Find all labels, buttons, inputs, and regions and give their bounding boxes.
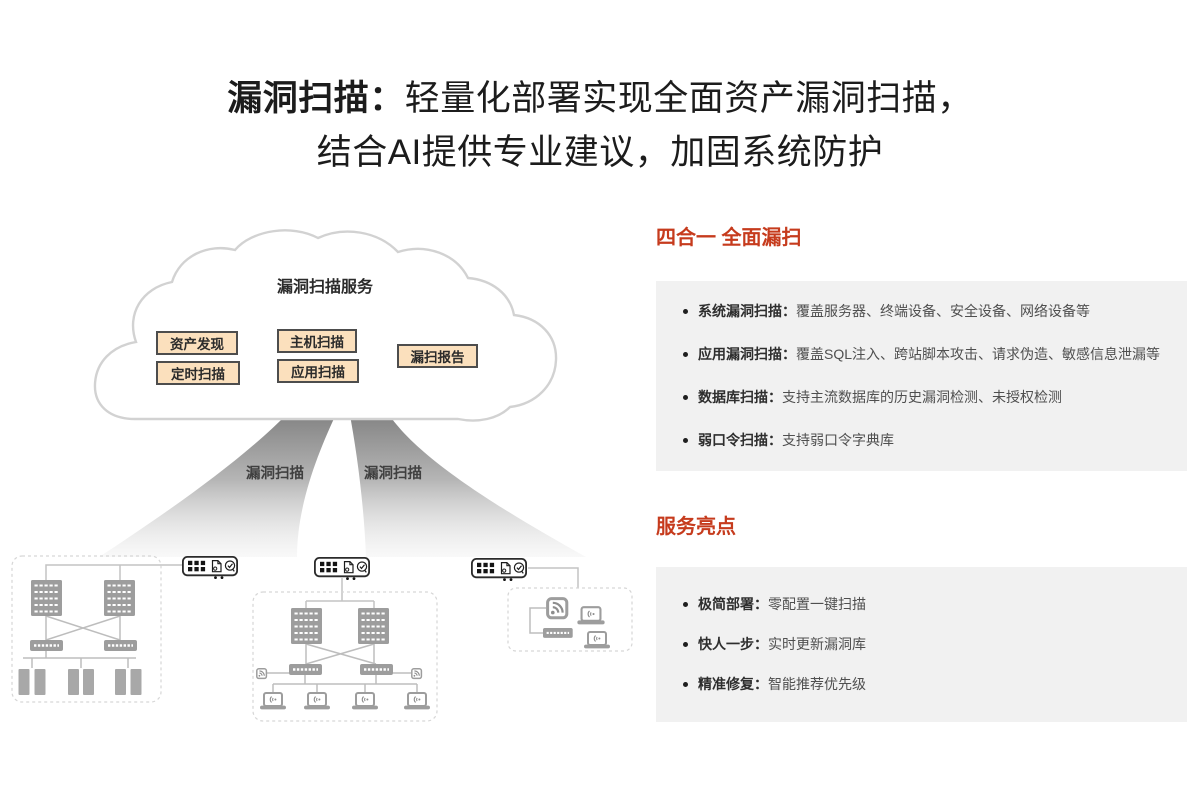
- laptop-wifi-icon: [303, 692, 331, 711]
- title-line1-rest: 轻量化部署实现全面资产漏洞扫描，: [404, 79, 973, 118]
- cluster-datacenter: [11, 555, 182, 703]
- vulnerability-scan-diagram: 漏洞扫描服务 资产发现 定时扫描 主机扫描 应用扫描 漏扫报告 漏洞扫描 漏洞扫…: [11, 229, 633, 722]
- scan-beam-right: [349, 410, 586, 557]
- item-desc: 覆盖服务器、终端设备、安全设备、网络设备等: [796, 303, 1090, 319]
- terminal-icon: [130, 669, 142, 695]
- cloud-box-host-scan: 主机扫描: [277, 329, 357, 353]
- item-label: 弱口令扫描：: [698, 432, 782, 448]
- item-desc: 智能推荐优先级: [768, 676, 866, 692]
- laptop-wifi-icon: [583, 631, 611, 650]
- item-desc: 实时更新漏洞库: [768, 636, 866, 652]
- network-switch-icon: [102, 638, 139, 653]
- list-item: 快人一步：实时更新漏洞库: [680, 637, 1169, 652]
- list-item: 系统漏洞扫描：覆盖服务器、终端设备、安全设备、网络设备等: [680, 304, 1169, 319]
- server-rack-icon: [30, 579, 63, 617]
- section-heading: 四合一 全面漏扫: [656, 227, 802, 249]
- cloud-box-scan-report: 漏扫报告: [397, 344, 478, 368]
- item-desc: 支持主流数据库的历史漏洞检测、未授权检测: [782, 389, 1062, 405]
- cluster-wireless-devices: [507, 567, 633, 652]
- item-label: 快人一步：: [698, 636, 768, 652]
- beam-label-right: 漏洞扫描: [364, 466, 422, 482]
- server-rack-icon: [290, 607, 323, 645]
- cluster-office-network: [252, 578, 438, 722]
- server-rack-icon: [103, 579, 136, 617]
- item-desc: 零配置一键扫描: [768, 596, 866, 612]
- terminal-icon: [34, 669, 46, 695]
- bullet-dot-icon: [683, 438, 688, 443]
- item-label: 精准修复：: [698, 676, 768, 692]
- item-desc: 覆盖SQL注入、跨站脚本攻击、请求伪造、敏感信息泄漏等: [796, 346, 1161, 362]
- scanner-appliance-icon: [181, 556, 239, 580]
- terminal-icon: [115, 669, 126, 695]
- bullet-dot-icon: [683, 642, 688, 647]
- list-item: 精准修复：智能推荐优先级: [680, 677, 1169, 692]
- bullet-dot-icon: [683, 602, 688, 607]
- scan-beams: [99, 410, 586, 557]
- scan-beam-left: [99, 410, 338, 557]
- cloud-title: 漏洞扫描服务: [276, 279, 373, 296]
- title-line-1: 漏洞扫描：轻量化部署实现全面资产漏洞扫描，: [0, 72, 1200, 126]
- wireless-ap-icon: [256, 668, 268, 680]
- server-rack-icon: [357, 607, 390, 645]
- title-line-2: 结合AI提供专业建议，加固系统防护: [316, 133, 884, 172]
- feature-panel: 系统漏洞扫描：覆盖服务器、终端设备、安全设备、网络设备等 应用漏洞扫描：覆盖SQ…: [656, 281, 1187, 471]
- terminal-icon: [68, 669, 79, 695]
- network-switch-icon: [358, 662, 395, 677]
- cloud-box-asset-discovery: 资产发现: [156, 331, 238, 355]
- beam-label-left: 漏洞扫描: [246, 466, 304, 482]
- section-heading: 服务亮点: [656, 516, 736, 538]
- network-switch-icon: [287, 662, 324, 677]
- laptop-wifi-icon: [576, 606, 606, 626]
- feature-panel: 极简部署：零配置一键扫描 快人一步：实时更新漏洞库 精准修复：智能推荐优先级: [656, 567, 1187, 722]
- laptop-wifi-icon: [351, 692, 379, 711]
- item-label: 极简部署：: [698, 596, 768, 612]
- section-four-in-one: 四合一 全面漏扫 系统漏洞扫描：覆盖服务器、终端设备、安全设备、网络设备等 应用…: [656, 226, 1187, 471]
- terminal-icon: [83, 669, 94, 695]
- wireless-router-icon: [546, 597, 569, 620]
- item-desc: 支持弱口令字典库: [782, 432, 894, 448]
- item-label: 应用漏洞扫描：: [698, 346, 796, 362]
- scanner-appliance-icon: [470, 558, 527, 582]
- network-switch-icon: [541, 626, 574, 639]
- item-label: 系统漏洞扫描：: [698, 303, 796, 319]
- wireless-ap-icon: [411, 668, 423, 680]
- cloud-box-app-scan: 应用扫描: [277, 359, 359, 383]
- bullet-dot-icon: [683, 309, 688, 314]
- network-switch-icon: [28, 638, 65, 653]
- cloud-icon: [93, 229, 558, 422]
- laptop-wifi-icon: [403, 692, 431, 711]
- bullet-dot-icon: [683, 352, 688, 357]
- bullet-dot-icon: [683, 395, 688, 400]
- section-service-highlights: 服务亮点 极简部署：零配置一键扫描 快人一步：实时更新漏洞库 精准修复：智能推荐…: [656, 515, 1187, 722]
- item-label: 数据库扫描：: [698, 389, 782, 405]
- bullet-dot-icon: [683, 682, 688, 687]
- terminal-icon: [18, 669, 30, 695]
- page-title: 漏洞扫描：轻量化部署实现全面资产漏洞扫描， 结合AI提供专业建议，加固系统防护: [0, 72, 1200, 180]
- cloud-box-scheduled-scan: 定时扫描: [156, 361, 240, 385]
- scanner-appliance-icon: [313, 557, 371, 581]
- title-prefix: 漏洞扫描：: [227, 79, 405, 118]
- diagram-canvas: [11, 229, 633, 722]
- list-item: 极简部署：零配置一键扫描: [680, 597, 1169, 612]
- list-item: 数据库扫描：支持主流数据库的历史漏洞检测、未授权检测: [680, 390, 1169, 405]
- list-item: 弱口令扫描：支持弱口令字典库: [680, 433, 1169, 448]
- list-item: 应用漏洞扫描：覆盖SQL注入、跨站脚本攻击、请求伪造、敏感信息泄漏等: [680, 347, 1169, 362]
- laptop-wifi-icon: [259, 692, 287, 711]
